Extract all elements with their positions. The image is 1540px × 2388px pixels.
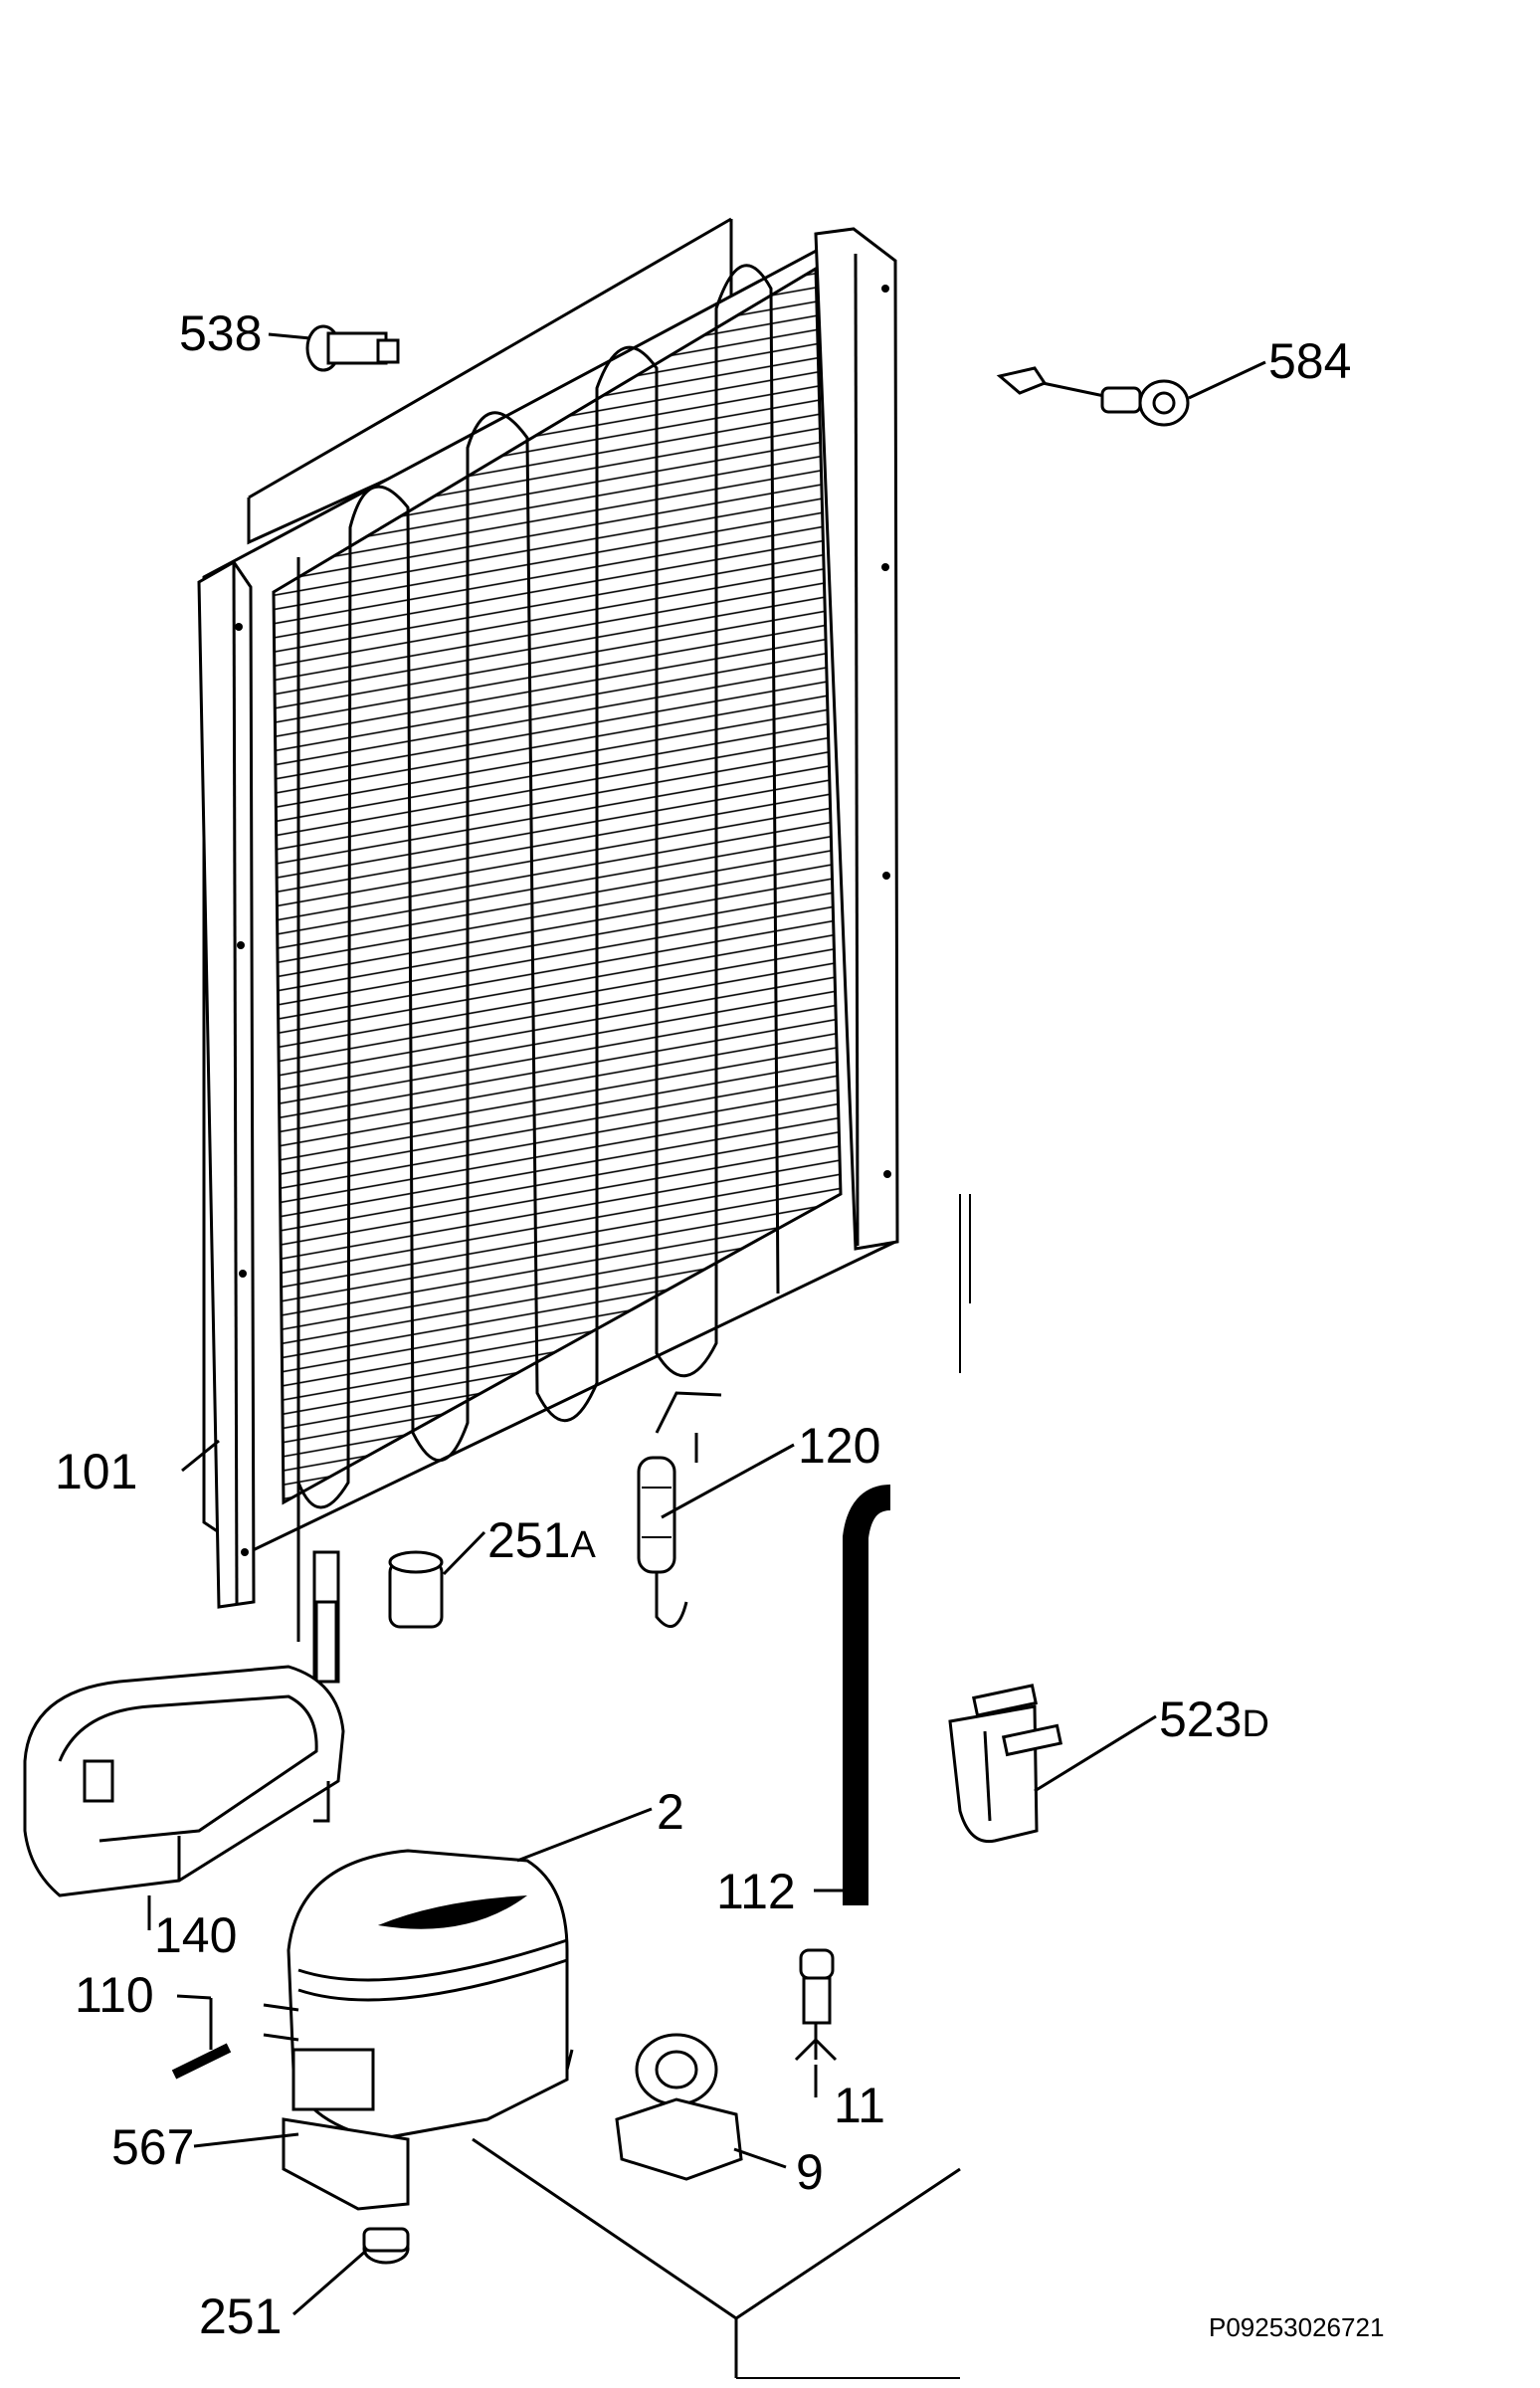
callout-251: 251 bbox=[199, 2288, 282, 2344]
callout-584: 584 bbox=[1268, 333, 1351, 389]
drawing-reference-code: P09253026721 bbox=[1209, 2312, 1384, 2342]
callout-523d-suffix: D bbox=[1242, 1703, 1268, 1745]
part-9-relay bbox=[615, 2033, 743, 2181]
callout-538: 538 bbox=[179, 305, 262, 361]
callout-101: 101 bbox=[55, 1444, 137, 1499]
callout-140: 140 bbox=[154, 1907, 237, 1963]
callout-251a: 251A bbox=[487, 1512, 596, 1568]
callout-120: 120 bbox=[798, 1418, 880, 1474]
callout-251a-number: 251 bbox=[487, 1512, 570, 1568]
part-538-grommet bbox=[305, 324, 400, 372]
part-11-grommet bbox=[794, 1948, 838, 2062]
callout-567: 567 bbox=[111, 2119, 194, 2175]
part-140-drip-tray bbox=[23, 1665, 345, 1897]
callout-523d: 523D bbox=[1159, 1692, 1269, 1747]
callout-112: 112 bbox=[716, 1864, 796, 1919]
part-112-tube bbox=[843, 1485, 891, 1905]
callout-523d-number: 523 bbox=[1159, 1692, 1242, 1747]
callout-110: 110 bbox=[75, 1967, 154, 2023]
leader-lines bbox=[147, 332, 1266, 2316]
part-523d-clamp bbox=[948, 1684, 1063, 1844]
part-251a-bush bbox=[388, 1550, 444, 1629]
callout-9: 9 bbox=[796, 2144, 824, 2200]
callout-labels: 538 584 101 120 251A 523D 2 140 112 110 … bbox=[55, 305, 1384, 2344]
part-2-compressor bbox=[263, 1849, 574, 2211]
part-110-pin bbox=[171, 2043, 232, 2080]
callout-2: 2 bbox=[657, 1784, 684, 1840]
part-251-foot bbox=[362, 2227, 410, 2265]
callout-11: 11 bbox=[834, 2078, 885, 2133]
part-120-drier-filter bbox=[637, 1391, 722, 1629]
part-584-sensor-clip bbox=[996, 366, 1190, 427]
callout-251a-suffix: A bbox=[570, 1524, 596, 1566]
condenser bbox=[197, 227, 899, 1684]
